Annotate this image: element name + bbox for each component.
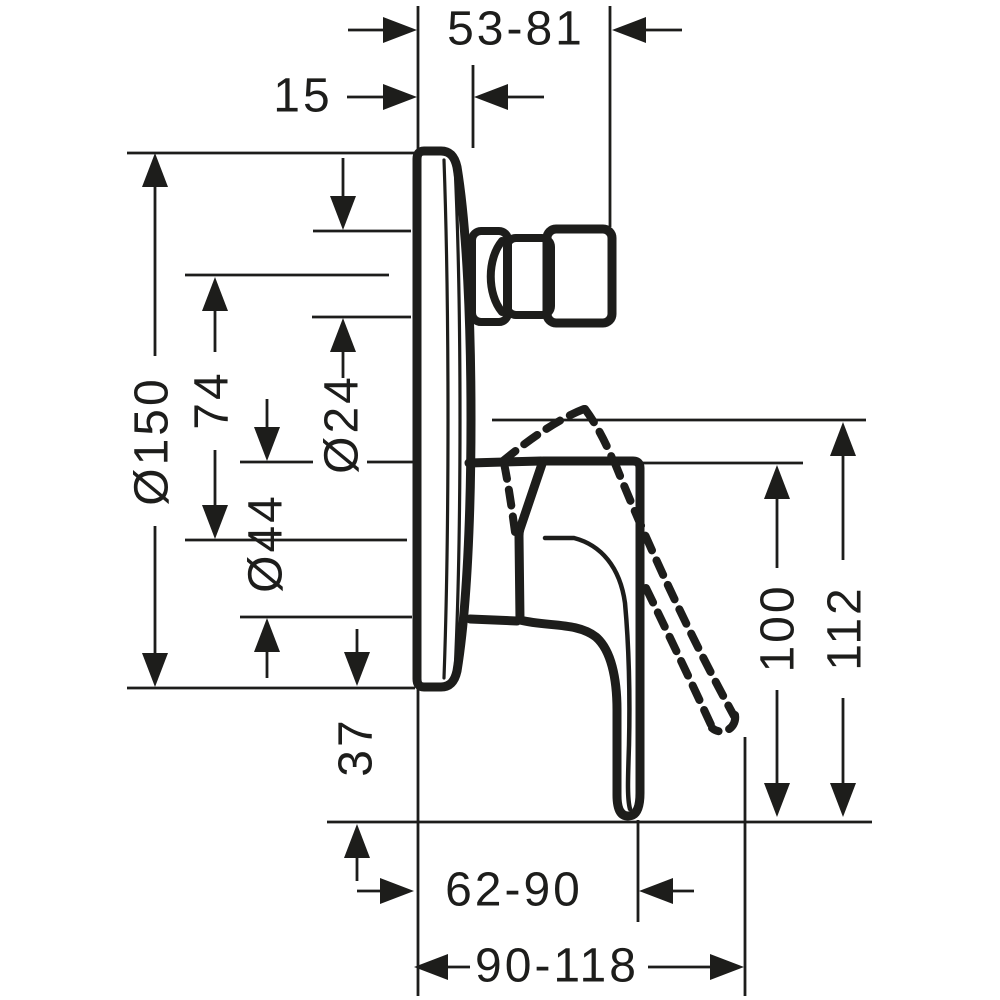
arrow-left-icon <box>414 954 448 980</box>
dim-handle-height: 100 <box>752 465 805 817</box>
dim-collar-diameter: Ø44 <box>240 399 293 678</box>
arrow-left-icon <box>612 17 646 43</box>
arrow-up-icon <box>764 465 790 499</box>
lever-handle-solid <box>514 456 645 821</box>
dim-label-axis-spacing: 74 <box>186 370 239 429</box>
arrow-up-icon <box>254 618 280 652</box>
arrow-right-icon <box>383 17 417 43</box>
dim-plate-depth: 15 <box>273 70 544 123</box>
escutcheon-plate <box>412 146 476 692</box>
dim-label-spout-diameter: Ø24 <box>316 374 369 474</box>
dashed-lever-upper-edge <box>610 457 738 720</box>
arrow-right-icon <box>383 84 417 110</box>
dim-lever-reach: 62-90 <box>357 864 694 917</box>
handle-outline <box>514 456 645 821</box>
spout-connector <box>468 224 617 328</box>
arrow-up-icon <box>344 824 370 858</box>
dim-label-spout-projection: 53-81 <box>447 3 585 56</box>
escutcheon-face-line <box>453 163 462 675</box>
dim-plate-diameter: Ø150 <box>126 153 179 687</box>
escutcheon-contour-line <box>442 158 450 680</box>
dim-label-handle-height-max: 112 <box>819 585 872 671</box>
dim-label-lever-reach: 62-90 <box>445 864 583 917</box>
escutcheon-outline <box>412 146 476 692</box>
arrow-up-icon <box>142 153 168 187</box>
arrow-down-icon <box>330 196 356 230</box>
dashed-handle-apex-edge <box>581 405 616 462</box>
dashed-lever-lower-edge <box>642 584 716 731</box>
arrow-left-icon <box>639 878 673 904</box>
dim-label-plate-depth: 15 <box>273 70 332 123</box>
dim-spout-diameter: Ø24 <box>316 158 369 474</box>
sleeve-bottom-edge <box>465 614 522 626</box>
arrow-right-icon <box>380 878 414 904</box>
dim-label-handle-height: 100 <box>752 583 805 672</box>
dim-axis-spacing: 74 <box>186 277 239 539</box>
dim-label-collar-diameter: Ø44 <box>240 493 293 593</box>
arrow-down-icon <box>142 653 168 687</box>
dashed-lever-tip <box>708 711 740 736</box>
arrow-down-icon <box>344 652 370 686</box>
spout-block <box>542 224 617 328</box>
arrow-up-icon <box>202 277 228 311</box>
arrow-down-icon <box>764 783 790 817</box>
arrow-up-icon <box>830 422 856 456</box>
dim-label-lever-reach-max: 90-118 <box>475 940 639 993</box>
dim-spout-projection: 53-81 <box>348 3 682 56</box>
arrow-down-icon <box>830 783 856 817</box>
dim-label-plate-diameter: Ø150 <box>126 376 179 505</box>
arrow-down-icon <box>254 427 280 461</box>
arrow-down-icon <box>202 505 228 539</box>
arrow-up-icon <box>330 318 356 352</box>
lever-underside-line <box>542 535 633 812</box>
arrow-right-icon <box>710 954 744 980</box>
extension-lines <box>127 6 872 996</box>
dim-lever-reach-max: 90-118 <box>414 940 744 993</box>
spout-cone-line <box>486 237 506 316</box>
lever-handle-dashed <box>499 405 740 736</box>
dashed-handle-rise-edge <box>499 405 588 465</box>
dim-plate-edge-offset: 37 <box>330 629 383 881</box>
arrow-left-icon <box>474 84 508 110</box>
dashed-handle-base-edge <box>500 459 519 536</box>
dim-handle-height-max: 112 <box>819 422 872 817</box>
dim-label-plate-edge-offset: 37 <box>330 717 383 776</box>
